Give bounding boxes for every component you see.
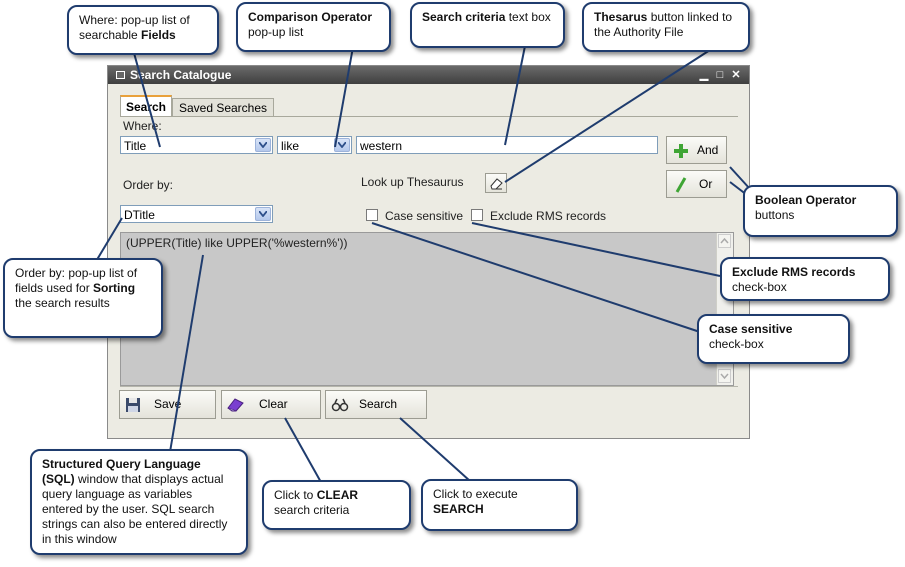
operator-select[interactable]: like bbox=[277, 136, 352, 154]
pointer-thesaurus bbox=[504, 49, 711, 183]
save-button[interactable]: Save bbox=[119, 390, 216, 419]
exclude-rms-checkbox[interactable] bbox=[471, 209, 483, 221]
clear-button-label: Clear bbox=[259, 397, 288, 411]
pointer-clear bbox=[284, 417, 323, 485]
callout-orderby-post: the search results bbox=[15, 296, 110, 310]
callout-sql-bold: Structured Query Language (SQL) bbox=[42, 457, 201, 486]
slash-icon bbox=[675, 177, 687, 193]
and-button-label: And bbox=[697, 143, 719, 157]
callout-clear: Click to CLEAR search criteria bbox=[262, 480, 411, 530]
callout-exclude: Exclude RMS records check-box bbox=[720, 257, 890, 301]
order-by-select-value: DTitle bbox=[124, 208, 155, 222]
callout-orderby-bold: Sorting bbox=[93, 281, 136, 295]
field-select-value: Title bbox=[124, 139, 147, 153]
callout-boolean-text: buttons bbox=[755, 208, 795, 222]
callout-case-text: check-box bbox=[709, 337, 764, 351]
callout-criteria: Search criteria text box bbox=[410, 2, 565, 48]
minimize-icon[interactable]: ▁ bbox=[699, 69, 709, 81]
pointer-operator bbox=[334, 46, 354, 148]
callout-operator: Comparison Operator pop-up list bbox=[236, 2, 391, 52]
callout-exclude-bold: Exclude RMS records bbox=[732, 265, 856, 279]
callout-orderby: Order by: pop-up list of fields used for… bbox=[3, 258, 163, 338]
maximize-icon[interactable]: □ bbox=[716, 69, 724, 81]
case-sensitive-checkbox[interactable] bbox=[366, 209, 378, 221]
eraser-icon bbox=[227, 398, 244, 412]
floppy-disk-icon bbox=[126, 398, 140, 412]
order-by-select[interactable]: DTitle bbox=[120, 205, 273, 223]
callout-thesarus: Thesarus button linked to the Authority … bbox=[582, 2, 750, 52]
callout-thesarus-bold: Thesarus bbox=[594, 10, 648, 24]
exclude-rms-label: Exclude RMS records bbox=[490, 209, 607, 223]
pointer-exclude bbox=[471, 222, 721, 277]
callout-case-bold: Case sensitive bbox=[709, 322, 793, 336]
window-title: Search Catalogue bbox=[130, 68, 232, 82]
chevron-down-icon[interactable] bbox=[255, 138, 271, 152]
eraser-icon bbox=[490, 178, 503, 190]
callout-operator-bold: Comparison Operator bbox=[248, 10, 373, 24]
callout-case: Case sensitive check-box bbox=[697, 314, 850, 364]
callout-criteria-bold: Search criteria bbox=[422, 10, 506, 24]
pointer-criteria bbox=[504, 45, 526, 146]
button-bar-divider bbox=[120, 386, 738, 387]
callout-search-bold: SEARCH bbox=[433, 502, 484, 516]
save-button-label: Save bbox=[154, 397, 182, 411]
callout-boolean: Boolean Operator buttons bbox=[743, 185, 898, 237]
callout-fields-text: Where: pop-up list of searchable bbox=[79, 13, 190, 42]
window-menu-icon[interactable] bbox=[116, 71, 125, 79]
order-by-label: Order by: bbox=[123, 178, 174, 192]
tab-saved-searches[interactable]: Saved Searches bbox=[172, 98, 274, 117]
or-button[interactable]: Or bbox=[666, 170, 727, 198]
callout-search-pre: Click to execute bbox=[433, 487, 518, 501]
and-button[interactable]: And bbox=[666, 136, 727, 164]
pointer-sql bbox=[169, 254, 204, 453]
callout-criteria-text: text box bbox=[505, 10, 551, 24]
chevron-down-icon[interactable] bbox=[255, 207, 271, 221]
thesaurus-button[interactable] bbox=[485, 173, 507, 193]
lookup-thesaurus-label: Look up Thesaurus bbox=[361, 175, 464, 189]
or-button-label: Or bbox=[699, 177, 713, 191]
callout-search: Click to execute SEARCH bbox=[421, 479, 578, 531]
callout-sql-text: window that displays actual query langua… bbox=[42, 472, 228, 546]
tab-search[interactable]: Search bbox=[120, 95, 172, 117]
scroll-up-icon[interactable] bbox=[718, 234, 731, 248]
search-catalogue-window: Search Catalogue ▁ □ ✕ Search Saved Sear… bbox=[107, 65, 750, 439]
callout-boolean-bold: Boolean Operator bbox=[755, 193, 857, 207]
callout-orderby-pre: Order by: pop-up list of fields used for bbox=[15, 266, 138, 295]
search-button-label: Search bbox=[359, 397, 398, 411]
pointer-search bbox=[399, 417, 471, 482]
scroll-down-icon[interactable] bbox=[718, 369, 731, 383]
tab-panel-divider bbox=[120, 116, 738, 117]
search-button[interactable]: Search bbox=[325, 390, 427, 419]
binoculars-icon bbox=[331, 398, 349, 412]
where-label: Where: bbox=[123, 119, 162, 133]
callout-clear-pre: Click to bbox=[274, 488, 317, 502]
operator-select-value: like bbox=[281, 139, 300, 153]
sql-text[interactable]: (UPPER(Title) like UPPER('%western%')) bbox=[126, 236, 348, 250]
title-bar[interactable]: Search Catalogue ▁ □ ✕ bbox=[108, 66, 749, 84]
callout-clear-bold: CLEAR bbox=[316, 488, 359, 502]
callout-clear-post: search criteria bbox=[274, 503, 350, 517]
callout-fields-bold: Fields bbox=[141, 28, 176, 42]
case-sensitive-label: Case sensitive bbox=[385, 209, 464, 223]
callout-operator-text: pop-up list bbox=[248, 25, 304, 39]
pointer-case bbox=[371, 222, 701, 333]
pointer-fields bbox=[133, 52, 161, 148]
plus-icon bbox=[674, 144, 688, 158]
close-icon[interactable]: ✕ bbox=[731, 69, 741, 81]
callout-thesarus-text: button linked to the Authority File bbox=[594, 10, 733, 39]
callout-sql: Structured Query Language (SQL) window t… bbox=[30, 449, 248, 555]
clear-button[interactable]: Clear bbox=[221, 390, 321, 419]
callout-fields: Where: pop-up list of searchable Fields bbox=[67, 5, 219, 55]
callout-exclude-text: check-box bbox=[732, 280, 787, 294]
